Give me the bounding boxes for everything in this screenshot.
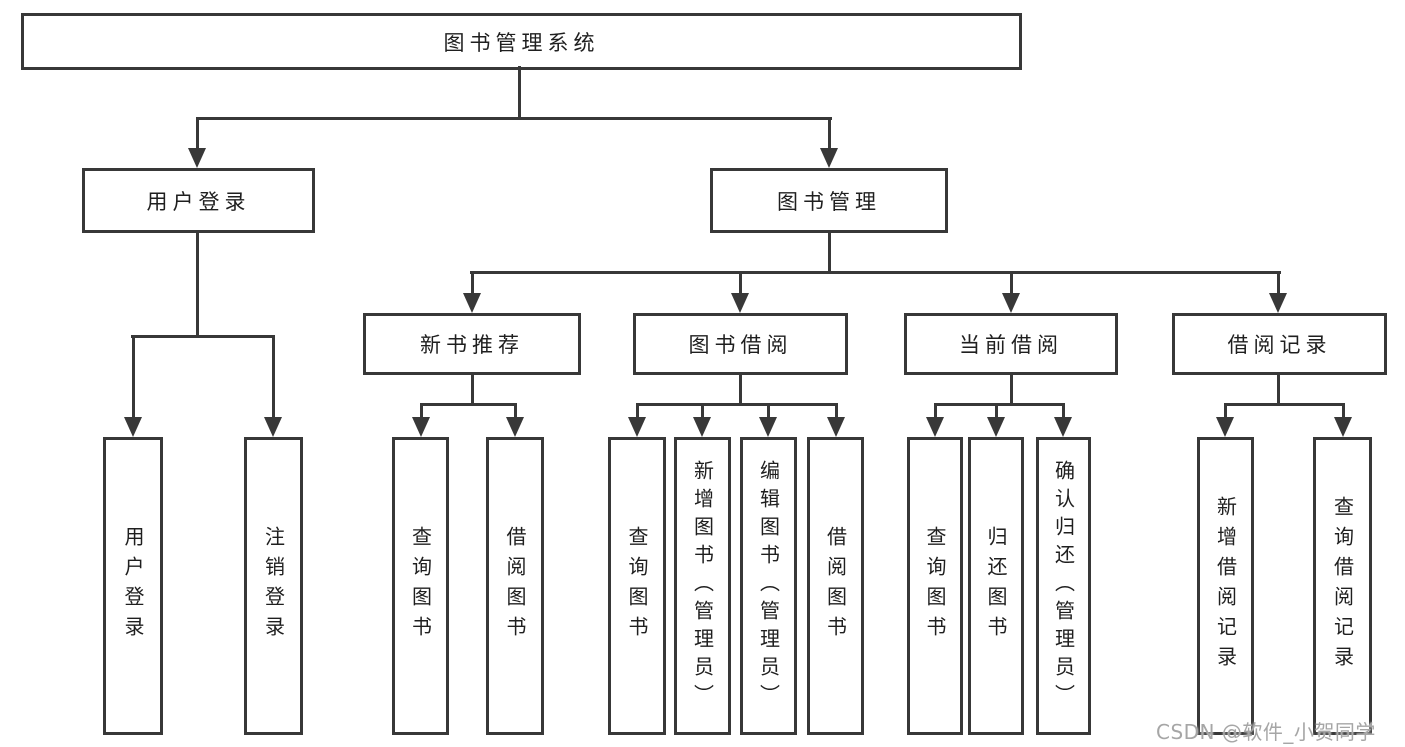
connector-nbr-trunk	[471, 375, 474, 405]
arrowhead-to-br-add	[1216, 417, 1234, 437]
leaf-nbr-borrow-book: 借阅图书	[486, 437, 544, 735]
node-book-management: 图书管理	[710, 168, 948, 233]
arrowhead-to-book-borrow	[731, 293, 749, 313]
connector-bb-trunk	[739, 375, 742, 405]
leaf-bb-add-book-admin: 新增图书（管理员）	[674, 437, 731, 735]
connector-drop-br-query	[1342, 403, 1345, 419]
connector-drop-cb-confirm	[1062, 403, 1065, 419]
connector-user-login-trunk	[196, 233, 199, 337]
leaf-user-login: 用户登录	[103, 437, 163, 735]
arrowhead-to-nbr-query	[412, 417, 430, 437]
arrowhead-to-cb-return	[987, 417, 1005, 437]
leaf-bb-borrow-book: 借阅图书	[807, 437, 864, 735]
connector-drop-bb-add	[701, 403, 704, 419]
leaf-cb-query-book: 查询图书	[907, 437, 963, 735]
connector-root-trunk	[518, 66, 521, 119]
csdn-watermark: CSDN @软件_小贺同学	[1156, 720, 1376, 744]
leaf-logout: 注销登录	[244, 437, 303, 735]
connector-drop-nbr-query	[420, 403, 423, 419]
connector-cb-bar	[934, 403, 1065, 406]
arrowhead-to-cb-confirm	[1054, 417, 1072, 437]
arrowhead-to-br-query	[1334, 417, 1352, 437]
connector-book-mgmt-trunk	[828, 233, 831, 273]
connector-br-trunk	[1277, 375, 1280, 405]
connector-drop-bb-edit	[767, 403, 770, 419]
node-current-borrow: 当前借阅	[904, 313, 1118, 375]
connector-drop-book-borrow	[739, 271, 742, 295]
arrowhead-to-leaf-login	[124, 417, 142, 437]
connector-drop-cb-return	[995, 403, 998, 419]
connector-drop-user-login	[196, 117, 199, 152]
leaf-bb-edit-book-admin: 编辑图书（管理员）	[740, 437, 797, 735]
connector-drop-book-management	[828, 117, 831, 152]
leaf-br-query-record: 查询借阅记录	[1313, 437, 1372, 735]
node-new-book-recommend: 新书推荐	[363, 313, 581, 375]
arrowhead-to-bb-edit	[759, 417, 777, 437]
node-user-login: 用户登录	[82, 168, 315, 233]
connector-drop-current-borrow	[1010, 271, 1013, 295]
leaf-cb-return-book: 归还图书	[968, 437, 1024, 735]
connector-br-bar	[1224, 403, 1344, 406]
connector-book-mgmt-bar	[470, 271, 1281, 274]
leaf-br-add-record: 新增借阅记录	[1197, 437, 1254, 735]
leaf-bb-query-book: 查询图书	[608, 437, 666, 735]
node-borrow-records: 借阅记录	[1172, 313, 1387, 375]
connector-nbr-bar	[420, 403, 517, 406]
connector-drop-new-book-recommend	[471, 271, 474, 295]
connector-drop-leaf-login	[132, 335, 135, 419]
connector-user-login-bar	[131, 335, 275, 338]
leaf-cb-confirm-return-admin: 确认归还（管理员）	[1036, 437, 1091, 735]
arrowhead-to-cb-query	[926, 417, 944, 437]
connector-root-bar	[196, 117, 832, 120]
arrowhead-to-bb-add	[693, 417, 711, 437]
connector-bb-bar	[636, 403, 837, 406]
connector-drop-bb-borrow	[835, 403, 838, 419]
arrowhead-to-new-book-recommend	[463, 293, 481, 313]
arrowhead-to-bb-borrow	[827, 417, 845, 437]
arrowhead-to-user-login	[188, 148, 206, 168]
connector-drop-nbr-borrow	[514, 403, 517, 419]
arrowhead-to-book-management	[820, 148, 838, 168]
leaf-nbr-query-book: 查询图书	[392, 437, 449, 735]
node-library-management-system: 图书管理系统	[21, 13, 1022, 70]
arrowhead-to-bb-query	[628, 417, 646, 437]
arrowhead-to-nbr-borrow	[506, 417, 524, 437]
connector-drop-cb-query	[934, 403, 937, 419]
arrowhead-to-leaf-logout	[264, 417, 282, 437]
arrowhead-to-borrow-records	[1269, 293, 1287, 313]
connector-drop-br-add	[1224, 403, 1227, 419]
arrowhead-to-current-borrow	[1002, 293, 1020, 313]
connector-drop-borrow-records	[1277, 271, 1280, 295]
connector-drop-leaf-logout	[272, 335, 275, 419]
connector-drop-bb-query	[636, 403, 639, 419]
node-book-borrow: 图书借阅	[633, 313, 848, 375]
connector-cb-trunk	[1010, 375, 1013, 405]
